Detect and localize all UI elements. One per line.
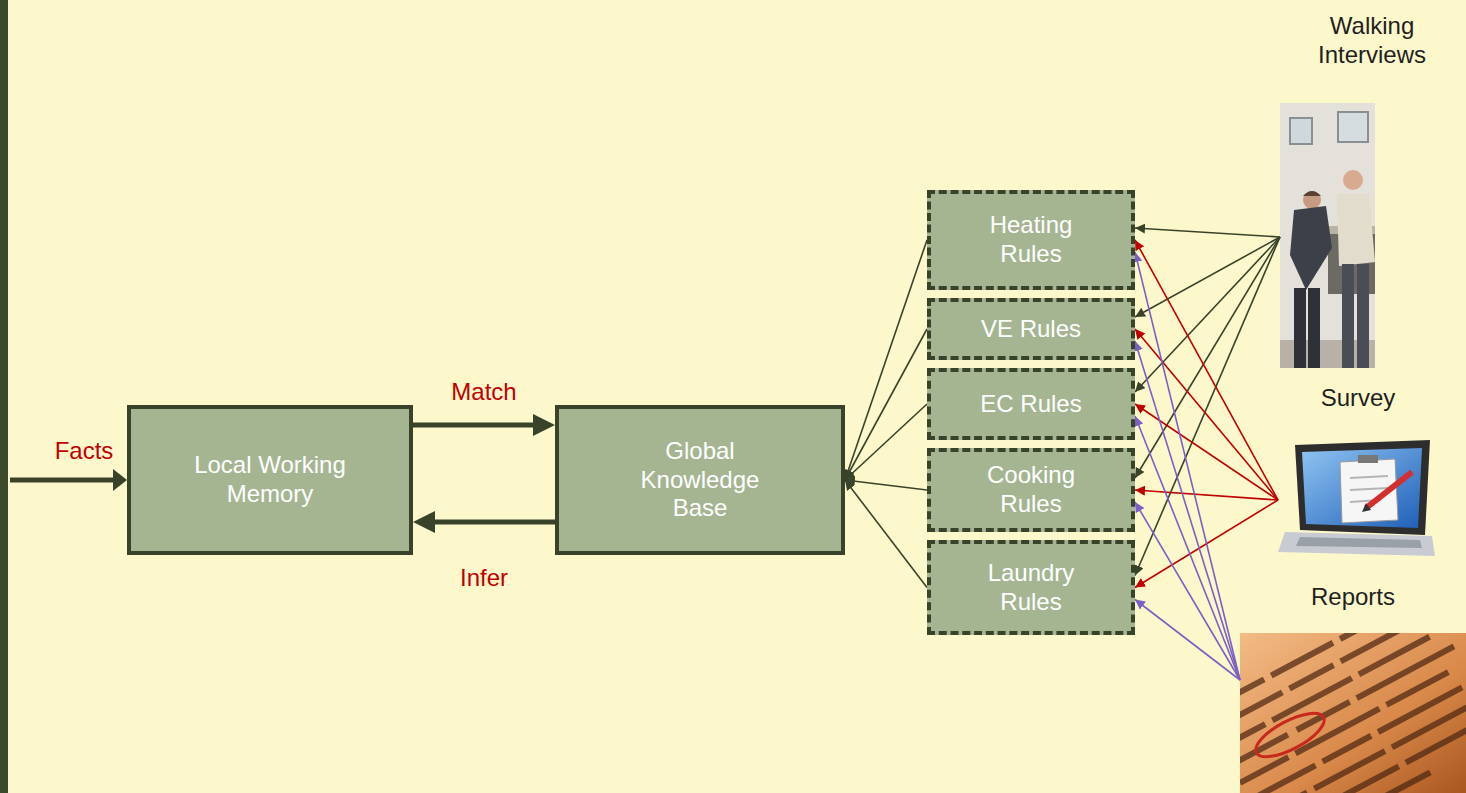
- knowledge-base-box: Global Knowledge Base: [555, 405, 845, 555]
- facts-arrow: [10, 469, 127, 491]
- connector-arrow: [1135, 252, 1240, 680]
- side-bar: [0, 0, 8, 793]
- connector-arrow: [845, 480, 927, 588]
- box-label: Heating Rules: [966, 211, 1096, 269]
- connector-arrow: [1135, 600, 1240, 681]
- heading-holder: Walking Interviews: [1297, 12, 1447, 70]
- label-holder: Infer: [460, 564, 508, 593]
- connector-arrow: [1135, 237, 1280, 576]
- connector-arrow: [413, 423, 543, 428]
- source-picture: Survey: [1278, 438, 1435, 563]
- box-label: Laundry Rules: [966, 559, 1096, 617]
- edge-label: Infer: [460, 564, 508, 591]
- connector-arrow: [1135, 228, 1280, 237]
- interview-photo: [1280, 103, 1375, 368]
- connector-arrow: [1135, 237, 1280, 317]
- source-heading: Reports: [1278, 583, 1428, 612]
- box-label: Local Working Memory: [180, 451, 360, 509]
- label-holder: Match: [451, 378, 516, 407]
- heading-holder: Reports: [1278, 583, 1428, 612]
- reports-page: [1240, 633, 1466, 793]
- rule-box: Heating Rules: [927, 190, 1135, 290]
- connector-arrow: [845, 329, 927, 480]
- rule-box: VE Rules: [927, 298, 1135, 360]
- connector-arrow: [845, 240, 927, 480]
- box-label: Global Knowledge Base: [630, 437, 770, 523]
- memory-box: Local Working Memory: [127, 405, 413, 555]
- source-heading: Survey: [1283, 384, 1433, 413]
- box-label: EC Rules: [980, 390, 1081, 419]
- rule-box: EC Rules: [927, 368, 1135, 440]
- connector-arrow: [1135, 502, 1240, 680]
- connector-arrow: [1135, 416, 1240, 680]
- connector-arrow: [1135, 240, 1278, 500]
- connector-arrow: [1135, 237, 1280, 392]
- source-heading: Walking Interviews: [1297, 12, 1447, 70]
- connector-arrow: [1135, 237, 1280, 478]
- source-picture: Walking Interviews: [1280, 103, 1375, 368]
- connector-arrow: [1135, 329, 1278, 500]
- box-label: VE Rules: [981, 315, 1081, 344]
- connector-arrow: [845, 480, 927, 490]
- connector-arrow: [845, 404, 927, 480]
- source-picture: Reports: [1240, 633, 1466, 793]
- connector-arrow: [1135, 341, 1240, 680]
- flow-label: Facts: [55, 437, 114, 464]
- rule-box: Cooking Rules: [927, 448, 1135, 532]
- connector-arrow: [1135, 490, 1278, 500]
- connector-arrow: [1135, 404, 1278, 500]
- edge-label: Match: [451, 378, 516, 405]
- connector-arrow: [425, 520, 555, 525]
- label-holder: Facts: [55, 437, 114, 466]
- rule-box: Laundry Rules: [927, 540, 1135, 635]
- box-label: Cooking Rules: [966, 461, 1096, 519]
- heading-holder: Survey: [1283, 384, 1433, 413]
- survey-laptop: [1278, 440, 1435, 556]
